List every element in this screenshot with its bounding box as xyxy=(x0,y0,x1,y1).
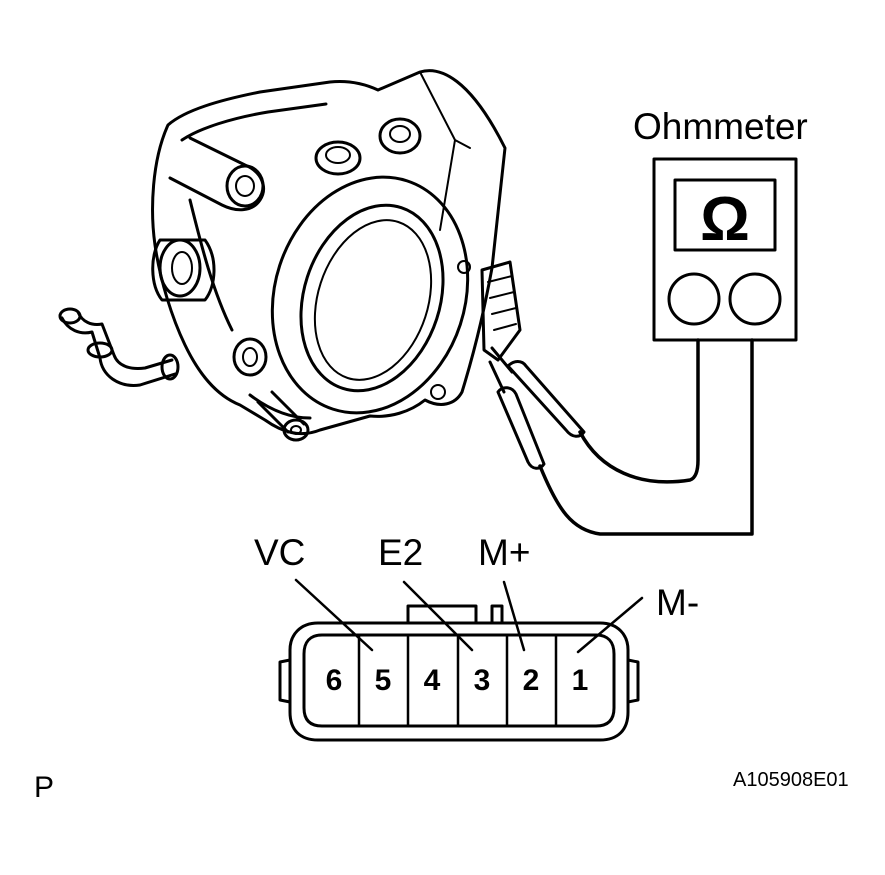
pin-number: 3 xyxy=(473,664,491,697)
throttle-plate xyxy=(313,219,433,381)
connector-latch-right xyxy=(626,658,640,704)
corner-letter: P xyxy=(34,771,55,804)
throttle-bore-outer xyxy=(270,175,470,415)
pin-label-m-plus: M+ xyxy=(478,532,531,573)
throttle-body xyxy=(151,69,507,436)
throttle-body-inner-contour xyxy=(180,102,328,420)
mounting-boss-top xyxy=(314,140,362,176)
ohmmeter-body xyxy=(652,157,798,342)
probe-upper xyxy=(490,338,700,484)
ohm-symbol: Ω xyxy=(700,185,750,254)
pin-number: 6 xyxy=(325,664,343,697)
connector-latch-left xyxy=(278,658,292,704)
ohmmeter-display xyxy=(673,178,777,252)
connector-key-right xyxy=(490,604,504,625)
pin-label-e2: E2 xyxy=(378,532,424,573)
figure-code: A105908E01 xyxy=(733,769,849,791)
pin-number: 1 xyxy=(571,664,589,697)
coolant-pipe-left xyxy=(58,307,180,387)
probe-lower xyxy=(488,338,754,536)
throttle-connector xyxy=(480,260,522,362)
pin-label-m-minus: M- xyxy=(656,582,700,623)
ohmmeter xyxy=(652,157,798,342)
pin-number: 2 xyxy=(522,664,540,697)
ohmmeter-jack-right xyxy=(728,272,782,326)
coolant-pipe-lower xyxy=(256,390,310,442)
bolt-lower-right xyxy=(430,384,446,400)
throttle-body-housing xyxy=(151,69,507,436)
connector-key-left xyxy=(406,604,478,625)
pin-number: 4 xyxy=(423,664,441,697)
connector-inner-body xyxy=(302,633,616,728)
mounting-boss-upper-right xyxy=(378,117,422,155)
leader-e2 xyxy=(402,580,474,652)
pin-number: 5 xyxy=(374,664,392,697)
leader-mminus xyxy=(576,596,644,654)
mounting-post-left xyxy=(168,136,265,212)
ohmmeter-jack-left xyxy=(667,272,721,326)
port-boss-left xyxy=(151,238,216,302)
mounting-boss-lower-left xyxy=(232,337,268,377)
ohmmeter-title: Ohmmeter xyxy=(633,106,808,147)
leader-lines xyxy=(294,578,644,654)
throttle-bore-inner xyxy=(299,203,445,393)
leader-vc xyxy=(294,578,374,652)
leader-mplus xyxy=(502,580,526,652)
connector-outer-body xyxy=(288,621,630,742)
bolt-right xyxy=(457,260,471,274)
pin-label-vc: VC xyxy=(254,532,306,573)
connector-face xyxy=(278,604,640,742)
